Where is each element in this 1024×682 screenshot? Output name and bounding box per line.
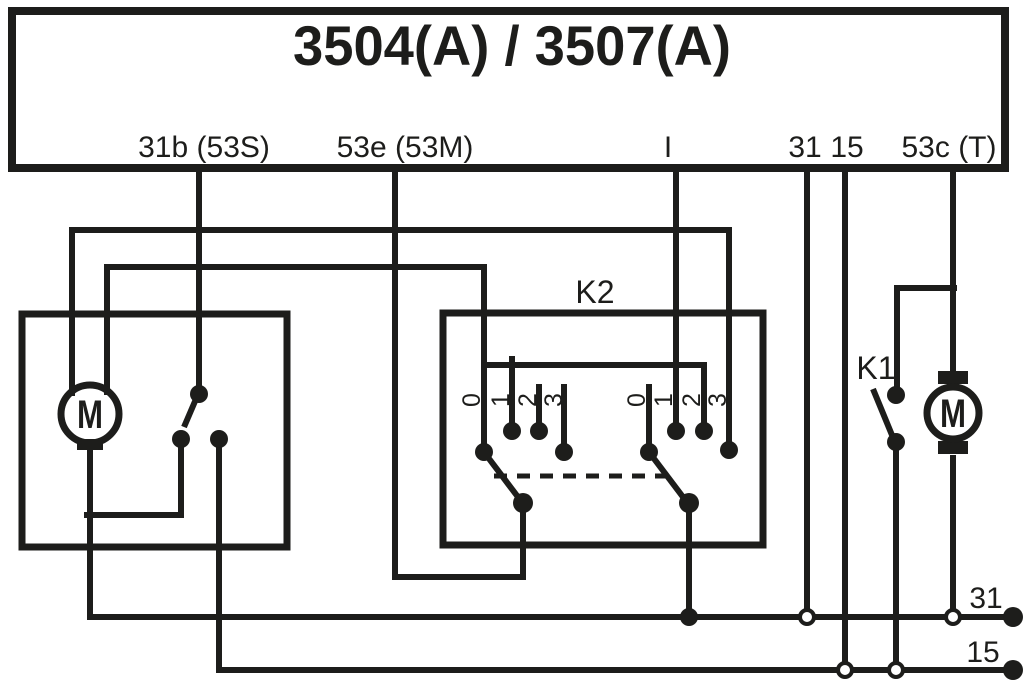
motor-right-label: M xyxy=(940,392,966,436)
k2-left-contact0-dot xyxy=(475,443,493,461)
motor-left-label: M xyxy=(77,393,103,437)
bus31-motor-circle xyxy=(944,608,962,626)
terminal-label-31b: 31b (53S) xyxy=(138,131,270,164)
terminal-label-31: 31 xyxy=(788,131,821,164)
terminal-label-53e: 53e (53M) xyxy=(337,131,474,164)
k2-right-contact0-dot xyxy=(640,443,658,461)
right-motor-bottom-cap xyxy=(938,441,968,454)
park-switch-left-contact-dot xyxy=(172,430,190,448)
wire-motor-feed-b xyxy=(104,264,487,452)
k2-switch-box xyxy=(439,309,767,549)
wire-terminal-53e xyxy=(392,166,526,580)
bus31-end-dot xyxy=(1003,607,1023,627)
park-switch-right-contact-dot xyxy=(210,430,228,448)
k2-left-contact3-dot xyxy=(555,443,573,461)
k2-right-position-0: 0 xyxy=(623,393,651,407)
k2-left-position-0: 0 xyxy=(458,393,486,407)
k1-upper-contact-dot xyxy=(887,386,905,404)
wire-motor-to-bus31 xyxy=(87,448,1013,620)
terminal-label-i: I xyxy=(664,131,672,164)
k2-right-arm-end-dot xyxy=(679,493,699,513)
right-motor-top-cap xyxy=(938,371,968,384)
bus-label-31: 31 xyxy=(969,582,1002,615)
k2-left-arm-end-dot xyxy=(513,493,533,513)
bus31-junction-dot xyxy=(680,608,698,626)
k2-right-arm xyxy=(649,454,689,503)
wire-53c-to-k1 xyxy=(894,285,957,395)
k2-link-bar xyxy=(484,362,707,431)
k1-label: K1 xyxy=(856,350,895,386)
k2-left-contact1-dot xyxy=(503,422,521,440)
title-box xyxy=(8,7,1009,172)
bus15-end-dot xyxy=(1003,660,1023,680)
k2-right-position-3: 3 xyxy=(704,393,732,407)
k2-left-contact2-dot xyxy=(530,422,548,440)
k2-left-position-1: 1 xyxy=(487,393,515,407)
k2-left-position-3: 3 xyxy=(540,393,568,407)
wiper-unit-box xyxy=(18,310,291,551)
k2-right-contact3-dot xyxy=(720,441,738,459)
bus15-k1-circle xyxy=(887,661,905,679)
k2-left-position-2: 2 xyxy=(514,393,542,407)
park-switch-left-wire xyxy=(84,445,184,518)
k2-right-position-1: 1 xyxy=(650,393,678,407)
diagram-title: 3504(A) / 3507(A) xyxy=(293,14,731,77)
terminal-label-15: 15 xyxy=(830,131,863,164)
park-switch-arm xyxy=(181,397,199,429)
bus-label-15: 15 xyxy=(966,636,999,669)
park-switch-pivot-dot xyxy=(190,385,208,403)
k2-right-contact2-dot xyxy=(695,422,713,440)
right-motor-circle xyxy=(923,383,983,443)
k2-label: K2 xyxy=(575,274,614,310)
k2-right-position-2: 2 xyxy=(678,393,706,407)
bus15-terminal-circle xyxy=(836,661,854,679)
k1-arm xyxy=(870,387,897,442)
wire-park-to-bus15 xyxy=(216,445,1013,673)
left-motor-terminal-cap xyxy=(77,439,103,450)
bus31-terminal-circle xyxy=(798,608,816,626)
k2-right-contact1-dot xyxy=(667,422,685,440)
terminal-label-53c: 53c (T) xyxy=(901,131,996,164)
k1-lower-contact-dot xyxy=(887,433,905,451)
wire-motor-feed-a xyxy=(69,227,732,450)
